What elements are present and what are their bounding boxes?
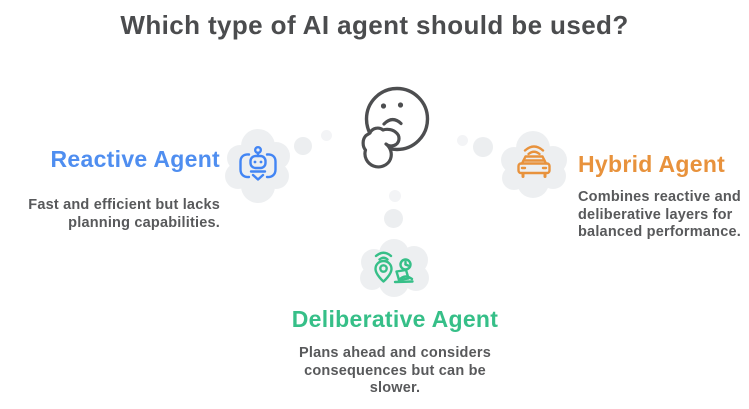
description-line: balanced performance. <box>578 224 741 240</box>
thought-dot <box>384 209 403 228</box>
autonomous-car-icon <box>517 145 551 178</box>
agent-name-deliberative: Deliberative Agent <box>291 306 499 332</box>
description-line: Plans ahead and considers <box>299 345 491 361</box>
agent-description-reactive: Fast and efficient but lacks planning ca… <box>0 197 220 232</box>
description-line: planning capabilities. <box>68 214 220 231</box>
thought-dot <box>473 137 493 157</box>
thought-dot <box>294 137 312 155</box>
agent-name-reactive: Reactive Agent <box>50 146 220 172</box>
description-line: Combines reactive and <box>578 189 741 205</box>
description-line: Fast and efficient but lacks <box>28 197 220 213</box>
page-title: Which type of AI agent should be used? <box>120 10 629 40</box>
agent-description-deliberative: Plans ahead and considers consequences b… <box>265 345 525 398</box>
thinking-face-icon <box>361 86 430 169</box>
agent-description-hybrid: Combines reactive and deliberative layer… <box>578 189 749 242</box>
planning-navigation-icon <box>374 251 414 284</box>
thought-dot <box>321 130 332 141</box>
description-line: deliberative layers for <box>578 206 733 223</box>
thought-dot <box>389 190 401 202</box>
agent-name-hybrid: Hybrid Agent <box>578 151 726 177</box>
description-line: slower. <box>369 380 421 396</box>
description-line: consequences but can be <box>304 362 486 379</box>
robot-book-icon <box>239 145 277 181</box>
thought-dot <box>457 135 468 146</box>
